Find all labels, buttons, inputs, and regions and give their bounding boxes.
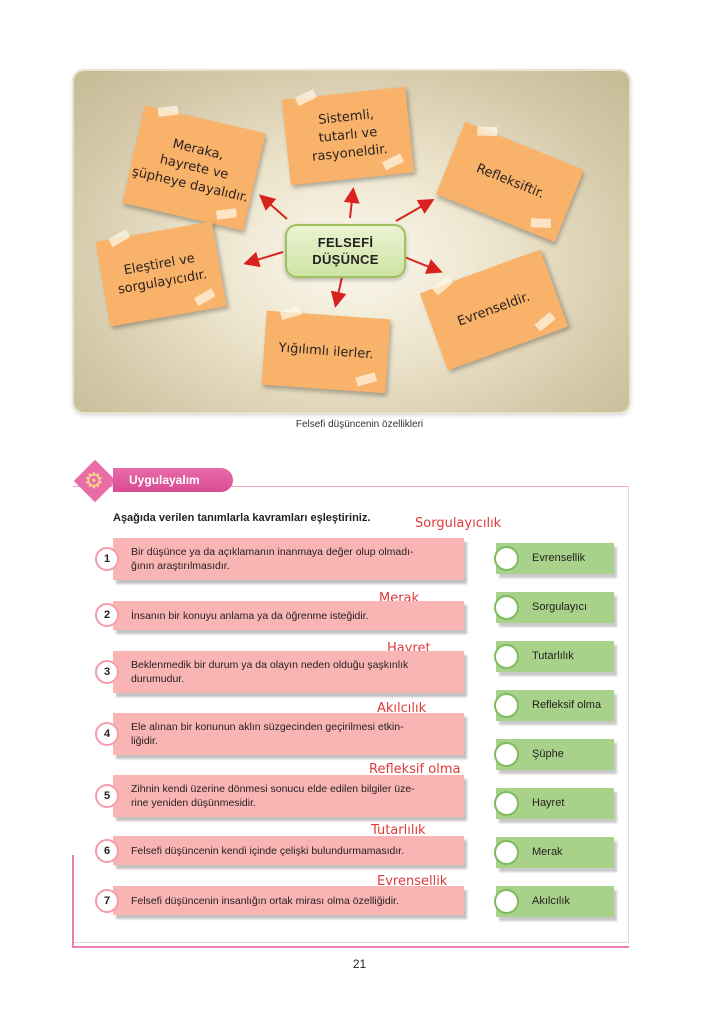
item-number-1: 1 — [95, 547, 119, 571]
handwritten-answer-1: Sorgulayıcılık — [415, 516, 502, 531]
handwritten-answer-4: Akılcılık — [377, 701, 427, 716]
handwritten-answer-6: Tutarlılık — [371, 823, 426, 838]
answer-bubble[interactable] — [494, 546, 519, 571]
term-label: Hayret — [532, 797, 565, 809]
definition-text-5: Zihnin kendi üzerine dönmesi sonucu elde… — [131, 783, 415, 809]
term-suphe[interactable]: Şüphe — [494, 739, 614, 770]
center-concept-box: FELSEFİ DÜŞÜNCE — [285, 224, 406, 278]
definition-text-4: Ele alınan bir konunun aklın süzgecinden… — [131, 721, 404, 747]
definition-row-6: Felsefi düşüncenin kendi içinde çelişki … — [113, 836, 464, 865]
arrow-to-yigilimli — [330, 276, 347, 308]
center-title-line-2: DÜŞÜNCE — [312, 252, 379, 267]
term-label: Refleksif olma — [532, 699, 602, 711]
term-akilcilik[interactable]: Akılcılık — [494, 886, 614, 917]
term-evrensellik[interactable]: Evrensellik — [494, 543, 614, 574]
definition-text-6: Felsefi düşüncenin kendi içinde çelişki … — [131, 844, 405, 857]
note-yigilimli: Yığılımlı ilerler. — [261, 310, 391, 394]
definition-row-7: Felsefi düşüncenin insanlığın ortak mira… — [113, 886, 464, 915]
answer-bubble[interactable] — [494, 595, 519, 620]
page-number: 21 — [352, 957, 367, 971]
answer-bubble[interactable] — [494, 840, 519, 865]
exercise-frame — [73, 486, 629, 943]
term-label: Merak — [532, 846, 563, 858]
definition-row-2: İnsanın bir konuyu anlama ya da öğrenme … — [113, 601, 464, 630]
term-label: Şüphe — [532, 748, 564, 760]
handwritten-answer-7: Evrensellik — [377, 874, 448, 889]
definition-row-4: Ele alınan bir konunun aklın süzgecinden… — [113, 713, 464, 755]
definition-row-3: Beklenmedik bir durum ya da olayın neden… — [113, 651, 464, 693]
definition-row-1: Bir düşünce ya da açıklamanın inanmaya d… — [113, 538, 464, 580]
term-tutarlilik[interactable]: Tutarlılık — [494, 641, 614, 672]
arrow-to-sistemli — [343, 187, 360, 219]
item-number-7: 7 — [95, 889, 119, 913]
term-label: Tutarlılık — [532, 650, 574, 662]
term-hayret[interactable]: Hayret — [494, 788, 614, 819]
section-badge: Uygulayalım — [113, 468, 233, 492]
item-number-3: 3 — [95, 660, 119, 684]
term-sorgulayici[interactable]: Sorgulayıcı — [494, 592, 614, 623]
concept-map-figure: Meraka, hayrete ve şüpheye dayalıdır. Si… — [74, 71, 629, 412]
item-number-4: 4 — [95, 722, 119, 746]
arrow-to-evrensel — [401, 255, 443, 274]
definition-text-2: İnsanın bir konuyu anlama ya da öğrenme … — [131, 609, 369, 622]
term-label: Akılcılık — [532, 895, 570, 907]
term-label: Evrensellik — [532, 552, 586, 564]
instruction-text: Aşağıda verilen tanımlarla kavramları eş… — [113, 512, 371, 524]
gear-icon: ⚙ — [84, 468, 104, 493]
answer-bubble[interactable] — [494, 742, 519, 767]
definition-text-7: Felsefi düşüncenin insanlığın ortak mira… — [131, 894, 399, 907]
answer-bubble[interactable] — [494, 644, 519, 669]
arrow-to-merak — [258, 194, 288, 220]
item-number-5: 5 — [95, 784, 119, 808]
definition-text-1: Bir düşünce ya da açıklamanın inanmaya d… — [131, 546, 414, 572]
term-label: Sorgulayıcı — [532, 601, 588, 613]
center-title-line-1: FELSEFİ — [317, 235, 374, 250]
arrow-to-elestirel — [243, 251, 284, 268]
answer-bubble[interactable] — [494, 889, 519, 914]
frame-accent-left — [72, 855, 74, 948]
note-sistemli: Sistemli, tutarlı ve rasyoneldir. — [281, 86, 415, 186]
answer-bubble[interactable] — [494, 791, 519, 816]
answer-bubble[interactable] — [494, 693, 519, 718]
frame-accent-bottom — [72, 946, 629, 948]
figure-caption: Felsefi düşüncenin özellikleri — [295, 419, 424, 430]
arrow-to-refleksif — [395, 199, 435, 222]
term-refleksif-olma[interactable]: Refleksif olma — [494, 690, 614, 721]
term-merak[interactable]: Merak — [494, 837, 614, 868]
definition-text-3: Beklenmedik bir durum ya da olayın neden… — [131, 659, 409, 685]
item-number-2: 2 — [95, 603, 119, 627]
item-number-6: 6 — [95, 839, 119, 863]
handwritten-answer-5: Refleksif olma — [369, 762, 461, 777]
definition-row-5: Zihnin kendi üzerine dönmesi sonucu elde… — [113, 775, 464, 817]
arrows — [243, 187, 443, 308]
